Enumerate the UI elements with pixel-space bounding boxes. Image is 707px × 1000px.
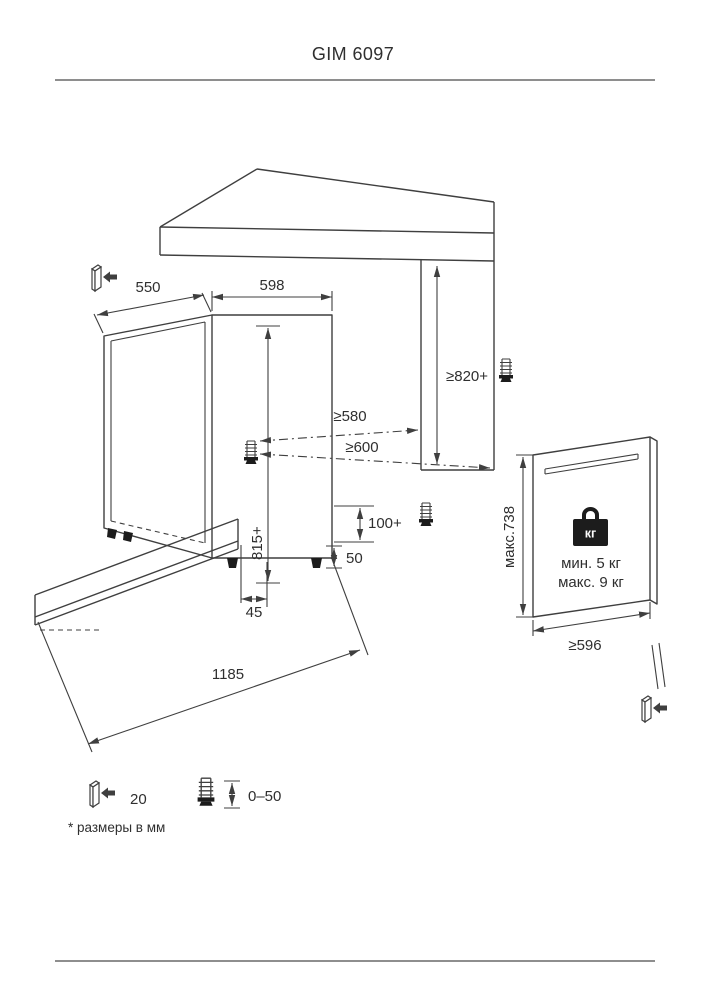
cabinet-foot bbox=[311, 558, 322, 568]
open-door bbox=[34, 518, 239, 631]
units-footnote: * размеры в мм bbox=[68, 820, 165, 835]
dim-cabinet-depth: 550 bbox=[93, 279, 212, 334]
leveling-foot-icon bbox=[196, 777, 216, 807]
dim-niche-depth-hoses: ≥600 bbox=[243, 439, 491, 471]
dim-panel-width-label: ≥596 bbox=[568, 637, 601, 654]
dim-feet-adjustment-label: 100+ bbox=[368, 515, 402, 532]
dim-cabinet-width: 598 bbox=[211, 277, 333, 311]
niche-side-wall bbox=[420, 259, 495, 471]
legend-bracket-value: 20 bbox=[130, 791, 147, 808]
mounting-bracket-icon bbox=[91, 264, 118, 292]
cabinet-foot bbox=[107, 528, 117, 539]
dishwasher-cabinet bbox=[103, 314, 333, 568]
dim-panel-height: макс.738 bbox=[501, 454, 533, 618]
dim-cabinet-height-label: 815+ bbox=[249, 526, 266, 560]
weight-unit-label: кг bbox=[585, 527, 596, 541]
hose-connection-icon bbox=[243, 440, 259, 465]
cabinet-foot bbox=[123, 531, 133, 542]
leveling-foot-icon bbox=[498, 358, 514, 383]
dim-door-clearance: 45 bbox=[240, 545, 268, 621]
worktop bbox=[159, 168, 495, 262]
dim-niche-height: ≥820+ bbox=[433, 266, 514, 464]
dim-niche-height-label: ≥820+ bbox=[446, 368, 488, 385]
dim-plinth: 50 bbox=[326, 545, 363, 569]
dim-panel-width: ≥596 bbox=[532, 602, 651, 654]
panel-weight-max: макс. 9 кг bbox=[558, 574, 624, 591]
facade-panel: кг мин. 5 кг макс. 9 кг bbox=[532, 436, 666, 690]
legend: 20 0–50 * размеры в мм bbox=[68, 777, 281, 835]
dim-niche-depth-hoses-label: ≥600 bbox=[345, 439, 378, 456]
dim-depth-door-open: 1185 bbox=[37, 558, 369, 753]
dim-niche-depth-label: ≥580 bbox=[333, 408, 366, 425]
leveling-foot-icon bbox=[418, 502, 434, 527]
dim-cabinet-width-label: 598 bbox=[259, 277, 284, 294]
dim-plinth-label: 50 bbox=[346, 550, 363, 567]
dim-door-clearance-label: 45 bbox=[246, 604, 263, 621]
legend-feet-range: 0–50 bbox=[248, 788, 281, 805]
weight-icon: кг bbox=[573, 507, 608, 546]
page-title: GIM 6097 bbox=[312, 44, 394, 64]
mounting-bracket-icon bbox=[89, 780, 116, 808]
dim-cabinet-height: 815+ bbox=[249, 325, 280, 584]
cabinet-foot bbox=[227, 558, 238, 568]
dim-panel-height-label: макс.738 bbox=[501, 506, 518, 568]
mounting-bracket-icon bbox=[641, 695, 668, 723]
dim-depth-door-open-label: 1185 bbox=[212, 666, 244, 683]
panel-handle bbox=[544, 453, 639, 475]
dim-feet-adjustment: 100+ bbox=[334, 502, 434, 543]
panel-weight-min: мин. 5 кг bbox=[561, 555, 621, 572]
dim-cabinet-depth-label: 550 bbox=[135, 279, 160, 296]
dim-niche-depth: ≥580 bbox=[259, 408, 419, 444]
